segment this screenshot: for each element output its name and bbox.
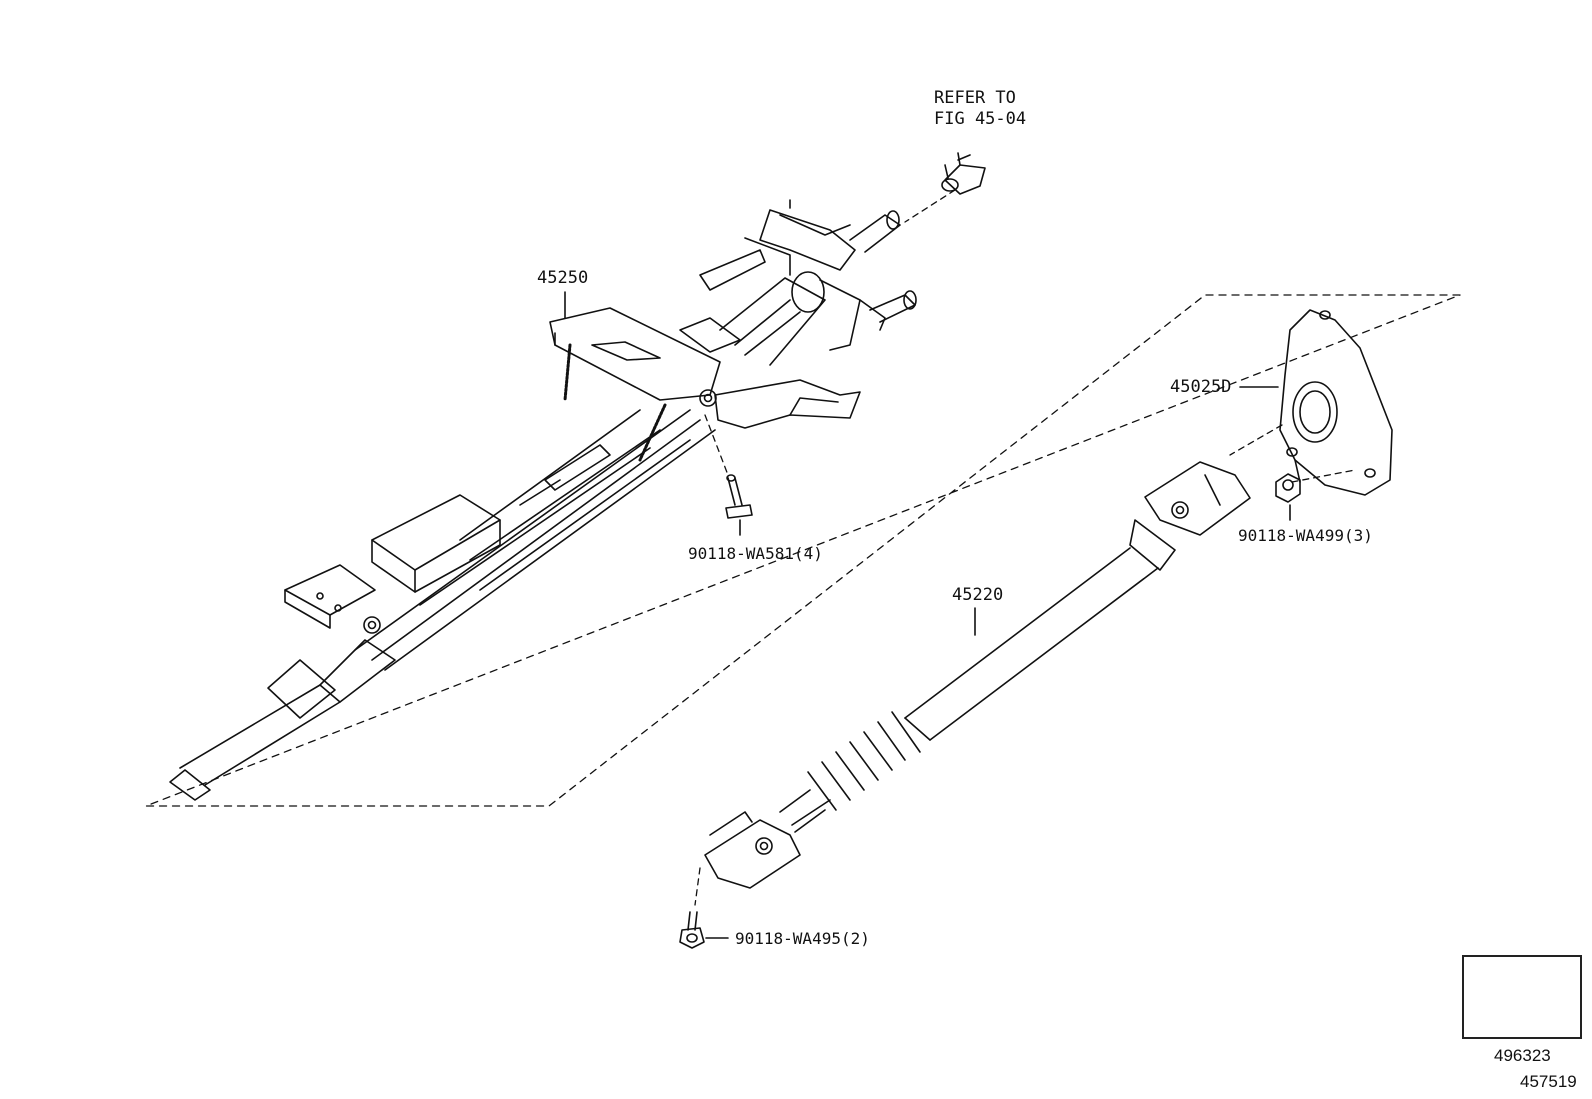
part-label-90118-WA581: 90118-WA581(4) — [688, 544, 823, 563]
steering-column-assy — [169, 199, 917, 801]
part-label-45220: 45220 — [952, 585, 1004, 605]
lead-bolt-shaft — [694, 867, 701, 906]
part-label-45250: 45250 — [537, 268, 589, 288]
refer-label-line1: REFER TO — [934, 88, 1016, 108]
part-label-90118-WA495: 90118-WA495(2) — [735, 929, 870, 948]
nut-bearing — [1275, 473, 1301, 503]
part-label-90118-WA499: 90118-WA499(3) — [1238, 526, 1373, 545]
bolt-column — [725, 474, 753, 519]
flange-bolt-refer — [941, 152, 986, 195]
navigation-box[interactable] — [1462, 955, 1582, 1039]
group-boundary-dashed — [145, 294, 1461, 807]
bearing-housing — [1279, 309, 1393, 496]
refer-label-line2: FIG 45-04 — [934, 109, 1027, 129]
intermediate-shaft — [704, 461, 1251, 889]
bolt-shaft — [679, 911, 705, 949]
part-label-45025D: 45025D — [1170, 377, 1232, 397]
lead-bolt-column — [704, 414, 729, 476]
lead-bearing-shaft — [1229, 424, 1283, 456]
lead-bearing-nut — [1291, 469, 1356, 483]
illustration-code: 496323 — [1494, 1046, 1551, 1065]
figure-code: 457519 — [1520, 1072, 1577, 1091]
lead-refer — [904, 189, 956, 223]
